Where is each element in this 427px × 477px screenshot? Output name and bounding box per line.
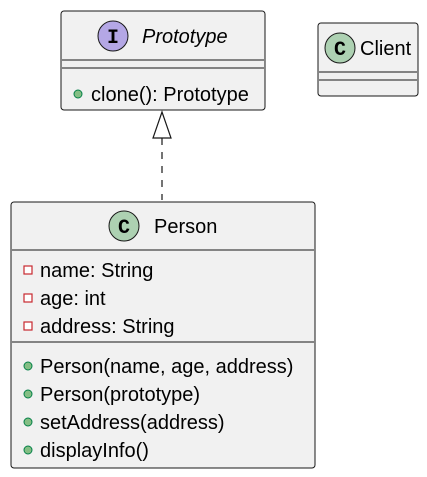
public-visibility-icon: [23, 417, 33, 427]
public-visibility-icon: [23, 361, 33, 371]
field-label: age: int: [40, 288, 106, 310]
class-person-box: [10, 201, 316, 469]
public-visibility-icon: [73, 89, 83, 99]
class-client[interactable]: C Client: [317, 22, 419, 97]
class-client-name: Client: [360, 38, 412, 60]
private-visibility-icon: [23, 293, 33, 303]
method-label: clone(): Prototype: [91, 84, 249, 106]
method-row: clone(): Prototype: [73, 84, 249, 106]
field-row: name: String: [23, 260, 153, 282]
field-row: address: String: [23, 316, 175, 338]
method-label: setAddress(address): [40, 412, 225, 434]
method-label: Person(name, age, address): [40, 356, 293, 378]
private-visibility-icon: [23, 321, 33, 331]
field-label: name: String: [40, 260, 153, 282]
method-row: Person(prototype): [23, 384, 200, 406]
public-visibility-icon: [23, 445, 33, 455]
field-label: address: String: [40, 316, 175, 338]
class-person-name: Person: [154, 216, 217, 238]
class-prototype-name: Prototype: [142, 26, 228, 48]
interface-stereotype-icon: [97, 20, 129, 52]
field-row: age: int: [23, 288, 106, 310]
class-stereotype-icon: [324, 32, 356, 64]
public-visibility-icon: [23, 389, 33, 399]
realization-arrow: [152, 110, 172, 200]
method-label: displayInfo(): [40, 440, 149, 462]
method-row: displayInfo(): [23, 440, 149, 462]
class-stereotype-icon: [108, 210, 140, 242]
class-stereotype-letter: C: [334, 39, 346, 62]
private-visibility-icon: [23, 265, 33, 275]
realization-arrowhead: [152, 110, 172, 139]
class-person[interactable]: C Person name: String age: int address: …: [10, 201, 316, 469]
method-label: Person(prototype): [40, 384, 200, 406]
class-prototype[interactable]: I Prototype clone(): Prototype: [60, 10, 266, 111]
method-row: setAddress(address): [23, 412, 225, 434]
class-stereotype-letter: C: [118, 217, 130, 240]
method-row: Person(name, age, address): [23, 356, 293, 378]
interface-stereotype-letter: I: [107, 27, 119, 50]
